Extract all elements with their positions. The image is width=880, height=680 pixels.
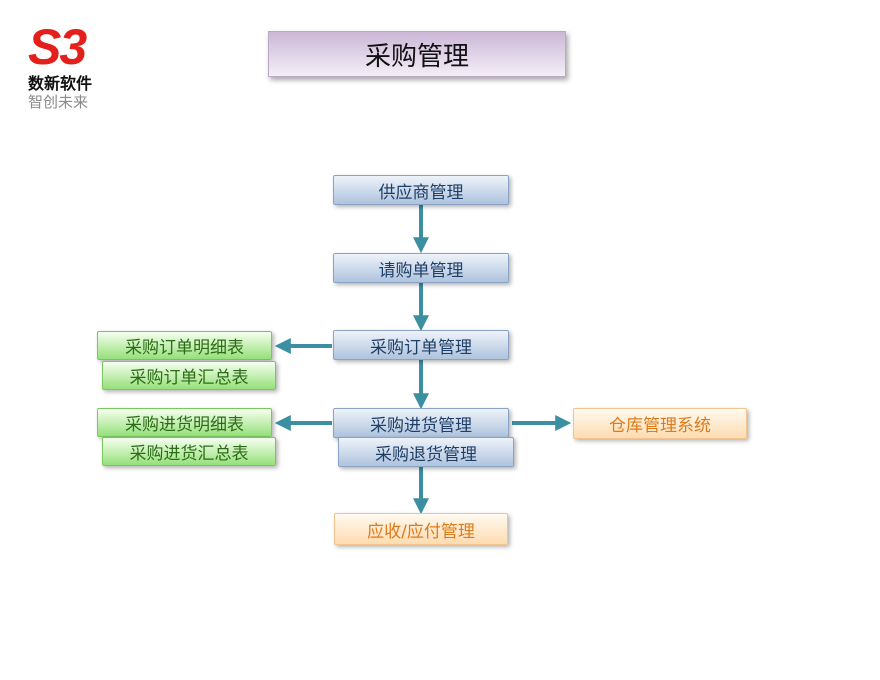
logo-slogan: 智创未来 (28, 93, 89, 111)
node-warehouse-system: 仓库管理系统 (573, 408, 747, 439)
node-receiving-summary-report: 采购进货汇总表 (102, 437, 276, 466)
logo-mark: S3 (28, 19, 87, 75)
node-requisition-management: 请购单管理 (333, 253, 509, 283)
node-supplier-management: 供应商管理 (333, 175, 509, 205)
node-po-summary-report: 采购订单汇总表 (102, 361, 276, 390)
node-returns-management: 采购退货管理 (338, 437, 514, 467)
node-po-detail-report: 采购订单明细表 (97, 331, 272, 360)
page-title: 采购管理 (268, 31, 566, 77)
node-ar-ap-management: 应收/应付管理 (334, 513, 508, 545)
node-receiving-management: 采购进货管理 (333, 408, 509, 438)
logo-company-name: 数新软件 (28, 74, 93, 93)
node-purchase-order-management: 采购订单管理 (333, 330, 509, 360)
node-receiving-detail-report: 采购进货明细表 (97, 408, 272, 437)
